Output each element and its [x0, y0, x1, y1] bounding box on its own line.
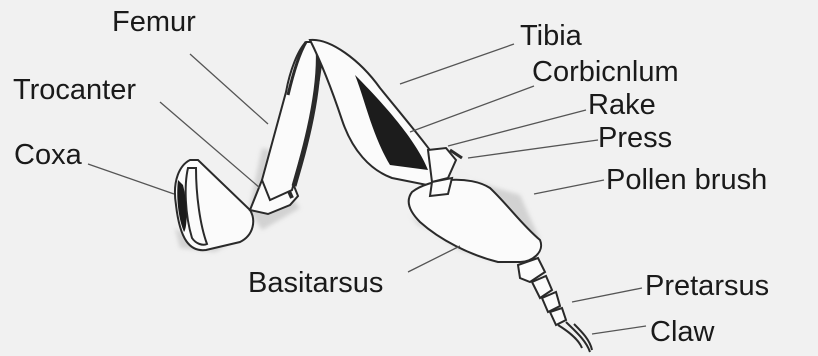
corbicnlum-leader: [410, 86, 534, 132]
coxa-leader: [88, 164, 174, 194]
coxa-segment: [175, 160, 253, 250]
claw: [558, 322, 592, 352]
label-tibia: Tibia: [520, 22, 582, 51]
tibia-leader: [400, 44, 514, 84]
tibia-segment: [310, 40, 462, 186]
femur-segment: [262, 42, 322, 200]
label-rake: Rake: [588, 91, 656, 120]
label-coxa: Coxa: [14, 141, 82, 170]
label-trocanter: Trocanter: [13, 76, 136, 105]
pollen-brush-leader: [534, 180, 604, 194]
claw-leader: [592, 326, 646, 334]
label-pollen-brush: Pollen brush: [606, 166, 767, 195]
femur-leader: [190, 54, 268, 124]
label-press: Press: [598, 124, 672, 153]
label-pretarsus: Pretarsus: [645, 272, 769, 301]
basitarsus-leader: [408, 246, 460, 272]
pretarsus-leader: [572, 288, 642, 302]
pretarsus-segments: [518, 258, 566, 325]
label-corbicnlum: Corbicnlum: [532, 58, 679, 87]
label-claw: Claw: [650, 318, 714, 347]
label-femur: Femur: [112, 8, 196, 37]
rake-leader: [448, 110, 586, 146]
label-basitarsus: Basitarsus: [248, 269, 383, 298]
press-leader: [468, 140, 598, 158]
